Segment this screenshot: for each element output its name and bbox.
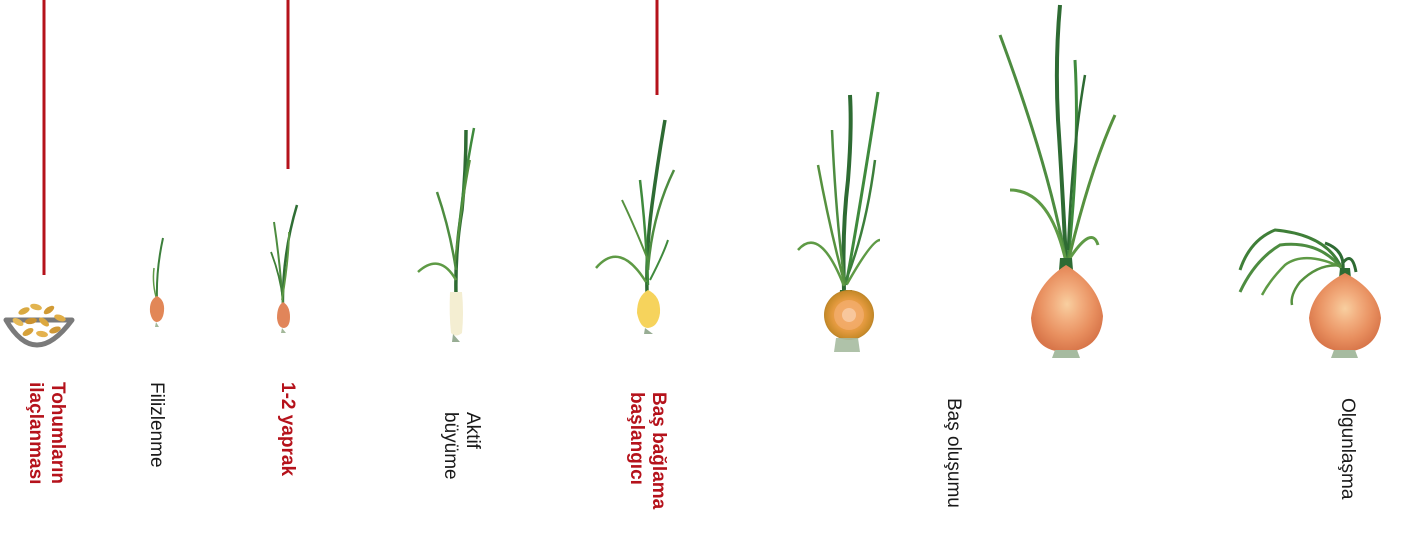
stage-label-line: Tohumların (46, 382, 68, 484)
bulb-start-icon (596, 120, 674, 334)
stage-label-line: Filizlenme (145, 382, 167, 468)
stage-label-line: ilaçlanması (24, 382, 46, 484)
seed-bowl-icon (6, 303, 72, 345)
stage-label-maturation: Olgunlaşma (1336, 398, 1358, 499)
stage-label-line: 1-2 yaprak (276, 382, 298, 476)
stage-label-line: Baş bağlama (647, 392, 669, 509)
stage-label-germination: Filizlenme (145, 382, 167, 468)
large-onion-icon (1000, 5, 1115, 358)
stage-label-line: büyüme (439, 412, 461, 480)
seedling-icon (271, 205, 297, 333)
stage-label-bulb-initiation: Baş bağlama başlangıcı (625, 392, 669, 509)
bulb-forming-onion-icon (798, 92, 880, 352)
stage-label-line: Aktif (461, 412, 483, 480)
mature-onion-icon (1240, 230, 1381, 358)
young-onion-icon (418, 128, 474, 342)
stage-label-leaf-1-2: 1-2 yaprak (276, 382, 298, 476)
stage-label-bulb-formation: Baş oluşumu (942, 398, 964, 508)
stage-label-seed-treatment: Tohumların ilaçlanması (24, 382, 68, 484)
sprout-icon (150, 238, 164, 327)
stage-label-line: Olgunlaşma (1336, 398, 1358, 499)
stage-label-active-growth: Aktif büyüme (439, 412, 483, 480)
stage-label-line: başlangıcı (625, 392, 647, 509)
stage-label-line: Baş oluşumu (942, 398, 964, 508)
